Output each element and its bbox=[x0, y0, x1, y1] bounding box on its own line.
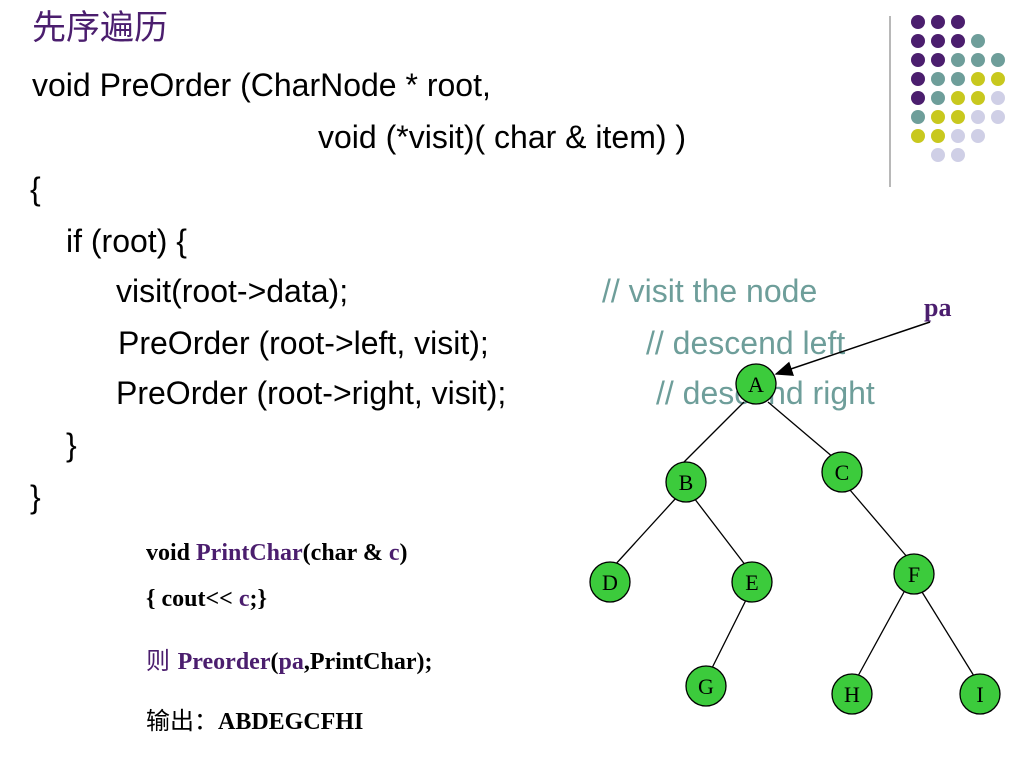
tree-node-c: C bbox=[821, 451, 863, 493]
tree-node-e: E bbox=[731, 561, 773, 603]
decorative-dot bbox=[971, 91, 985, 105]
decorative-dot bbox=[931, 15, 945, 29]
decorative-dot bbox=[931, 129, 945, 143]
decorative-dot bbox=[971, 34, 985, 48]
code-comment-6: // descend left bbox=[646, 325, 846, 361]
tree-node-d-label: D bbox=[602, 570, 618, 595]
tree-node-e-label: E bbox=[745, 570, 758, 595]
decorative-dot bbox=[911, 110, 925, 124]
tree-node-g: G bbox=[685, 665, 727, 707]
pa-pointer-arrow bbox=[774, 321, 931, 376]
output-value: ABDEGCFHI bbox=[218, 709, 364, 735]
decorative-dot bbox=[911, 34, 925, 48]
decorative-dot bbox=[951, 148, 965, 162]
decorative-dot bbox=[911, 15, 925, 29]
decorative-dot bbox=[931, 91, 945, 105]
decorative-dot bbox=[951, 15, 965, 29]
tree-edge-b-d bbox=[613, 497, 677, 567]
tree-node-a: A bbox=[735, 363, 777, 405]
tree-edge-a-b bbox=[679, 401, 745, 467]
decorative-dot bbox=[911, 91, 925, 105]
decorative-dot bbox=[971, 53, 985, 67]
decorative-dot bbox=[931, 53, 945, 67]
call-prefix: 则 bbox=[146, 647, 178, 675]
decorative-dot bbox=[911, 129, 925, 143]
decorative-dot bbox=[911, 72, 925, 86]
printchar-function-name: PrintChar bbox=[196, 540, 303, 566]
printchar-params-close: ) bbox=[399, 540, 408, 566]
decorative-dot bbox=[931, 34, 945, 48]
preorder-call: 则 Preorder(pa,PrintChar); bbox=[146, 646, 432, 677]
decorative-dot bbox=[971, 129, 985, 143]
code-line-5: visit(root->data); bbox=[116, 273, 349, 309]
code-line-7: PreOrder (root->right, visit); bbox=[116, 375, 507, 411]
tree-node-i: I bbox=[959, 673, 1001, 715]
tree-edge-c-f bbox=[849, 489, 909, 559]
dot-grid bbox=[911, 15, 1005, 162]
code-line-2: void (*visit)( char & item) ) bbox=[318, 119, 687, 155]
tree-edge-f-i bbox=[921, 591, 975, 677]
code-line-1: void PreOrder (CharNode * root, bbox=[32, 67, 491, 103]
tree-node-g-label: G bbox=[698, 674, 714, 699]
tree-node-d: D bbox=[589, 561, 631, 603]
tree-node-i-label: I bbox=[976, 682, 983, 707]
decorative-dot bbox=[991, 91, 1005, 105]
decorative-dot bbox=[951, 72, 965, 86]
decorative-dot-grid bbox=[889, 15, 1005, 187]
printchar-signature: void PrintChar(char & c) bbox=[146, 538, 408, 568]
printchar-void-keyword: void bbox=[146, 540, 197, 566]
tree-edge-b-e bbox=[693, 497, 747, 567]
printchar-body-open: { cout<< bbox=[146, 586, 239, 612]
tree-edge-e-g bbox=[711, 599, 747, 669]
tree-edge-f-h bbox=[857, 591, 905, 677]
decorative-dot bbox=[911, 53, 925, 67]
call-arg-pa: pa bbox=[278, 649, 304, 675]
tree-node-h-label: H bbox=[844, 682, 860, 707]
printchar-params-open: (char & bbox=[302, 540, 389, 566]
printchar-param: c bbox=[388, 540, 400, 566]
output-line: 输出：ABDEGCFHI bbox=[146, 706, 363, 737]
tree-node-a-label: A bbox=[748, 372, 764, 397]
decorative-dot bbox=[951, 91, 965, 105]
decorative-dot bbox=[951, 53, 965, 67]
decorative-dot bbox=[991, 72, 1005, 86]
tree-node-h: H bbox=[831, 673, 873, 715]
tree-node-f: F bbox=[893, 553, 935, 595]
decorative-dot bbox=[991, 110, 1005, 124]
decorative-dot bbox=[931, 148, 945, 162]
decorative-dot bbox=[971, 72, 985, 86]
tree-node-b: B bbox=[665, 461, 707, 503]
decorative-dot bbox=[951, 34, 965, 48]
tree-node-f-label: F bbox=[908, 562, 920, 587]
decorative-dot bbox=[991, 53, 1005, 67]
code-line-8: } bbox=[66, 427, 77, 463]
decorative-dot bbox=[931, 72, 945, 86]
printchar-body: { cout<< c;} bbox=[146, 584, 267, 614]
decorative-dot bbox=[931, 110, 945, 124]
call-function-name: Preorder bbox=[177, 649, 271, 675]
tree-node-b-label: B bbox=[679, 470, 694, 495]
output-label: 输出： bbox=[146, 707, 218, 735]
code-line-3: { bbox=[30, 171, 41, 207]
tree-edge-a-c bbox=[767, 401, 835, 459]
printchar-body-close: ;} bbox=[249, 586, 267, 612]
call-open-paren: ( bbox=[270, 649, 279, 675]
code-line-9: } bbox=[30, 479, 41, 515]
call-rest: ,PrintChar); bbox=[303, 649, 433, 675]
decorative-dot bbox=[951, 110, 965, 124]
pa-pointer-label: pa bbox=[924, 293, 951, 322]
tree-node-c-label: C bbox=[835, 460, 850, 485]
printchar-body-var: c bbox=[238, 586, 250, 612]
code-line-6: PreOrder (root->left, visit); bbox=[118, 325, 489, 361]
code-line-4: if (root) { bbox=[66, 223, 187, 259]
code-comment-5: // visit the node bbox=[602, 273, 818, 309]
decorative-dot bbox=[971, 110, 985, 124]
slide-title: 先序遍历 bbox=[32, 8, 168, 48]
decorative-dot bbox=[951, 129, 965, 143]
